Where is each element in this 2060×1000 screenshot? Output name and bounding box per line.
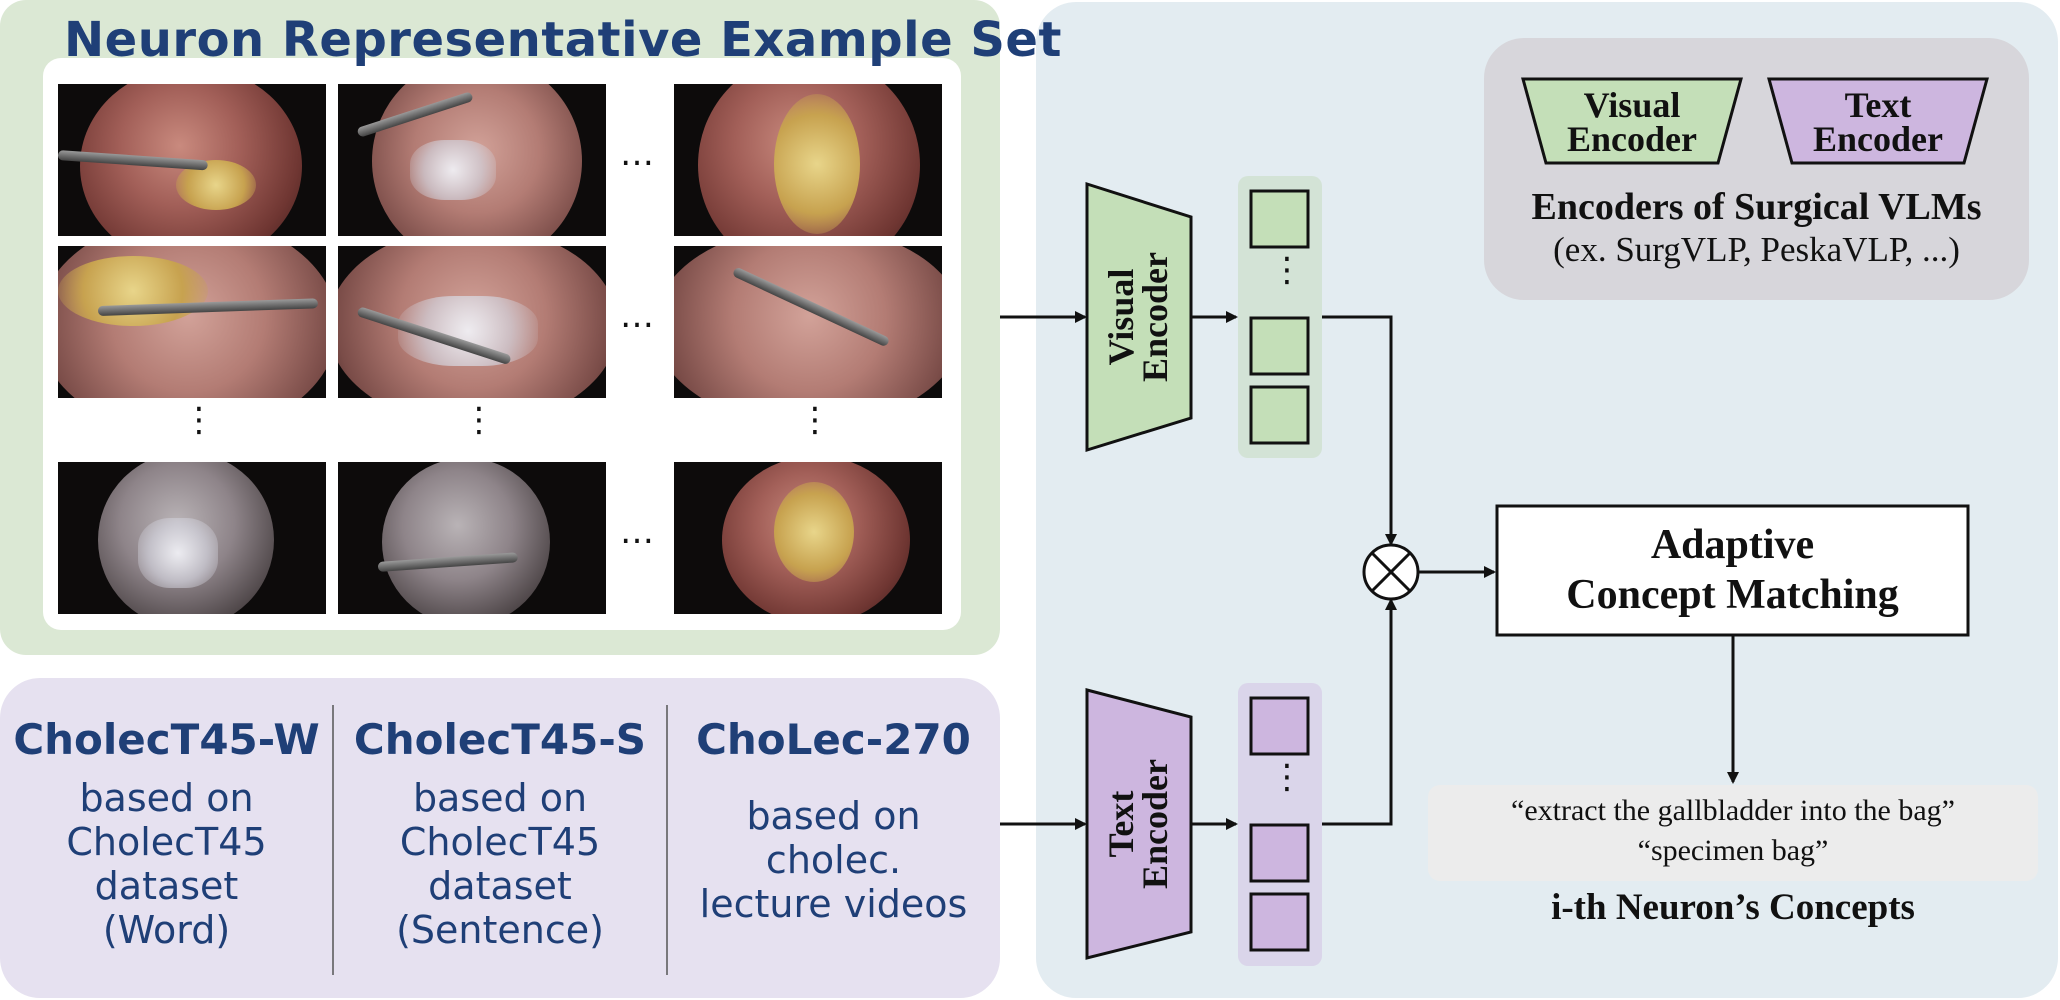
legend-subcaption: (ex. SurgVLP, PeskaVLP, ...) <box>1553 230 1960 269</box>
visual-encoder-label: Visual Encoder <box>1101 252 1175 382</box>
ellipsis-row-2: … <box>620 296 656 336</box>
visual-embedding-cell-3 <box>1249 385 1310 445</box>
example-image-r3c2 <box>338 462 606 614</box>
concept-matching-label: Adaptive Concept Matching <box>1566 522 1899 618</box>
visual-embedding-cell-1 <box>1249 189 1310 249</box>
concepts-caption: i-th Neuron’s Concepts <box>1551 887 1915 928</box>
text-encoder-shape <box>1085 688 1193 960</box>
arrow-visual-embedding-to-matching <box>1322 315 1397 546</box>
text-embedding-cell-3 <box>1249 892 1310 952</box>
multiply-operator-cross-2 <box>1370 551 1412 593</box>
ellipsis-row-3: … <box>620 512 656 552</box>
example-image-r3c3 <box>674 462 942 614</box>
legend-text-encoder-shape <box>1767 77 1989 165</box>
visual-embedding-cell-2 <box>1249 316 1310 376</box>
text-encoder-label: Text Encoder <box>1101 759 1175 889</box>
concept-box <box>1428 785 2038 881</box>
example-image-r1c2 <box>338 84 606 236</box>
arrow-text-embedding-to-matching <box>1322 598 1397 826</box>
dataset-cholect45-s: CholecT45-S based on CholecT45 dataset (… <box>333 715 667 952</box>
concept-matching-box <box>1495 504 1970 637</box>
ellipsis-col-3: ⋮ <box>798 400 832 440</box>
dataset-name: CholecT45-S <box>353 715 647 764</box>
example-image-r1c1 <box>58 84 326 236</box>
example-image-r2c2 <box>338 246 606 398</box>
text-embedding-ellipsis: ⋮ <box>1270 757 1304 797</box>
legend-visual-encoder-label: Visual Encoder <box>1567 85 1697 159</box>
dataset-description: based on cholec. lecture videos <box>699 794 968 926</box>
example-set-title: Neuron Representative Example Set <box>64 12 1062 68</box>
visual-embedding-ellipsis: ⋮ <box>1270 250 1304 290</box>
example-image-r3c1 <box>58 462 326 614</box>
example-image-r2c1 <box>58 246 326 398</box>
dataset-name: CholecT45-W <box>13 715 320 764</box>
concept-line-1: “extract the gallbladder into the bag” <box>1511 794 1955 827</box>
concept-line-2: “specimen bag” <box>1637 834 1829 867</box>
ellipsis-row-1: … <box>620 134 656 174</box>
dataset-panel <box>0 678 1000 998</box>
dataset-cholec-270: ChoLec-270 based on cholec. lecture vide… <box>667 715 1000 926</box>
dataset-description: based on CholecT45 dataset (Word) <box>66 776 267 952</box>
dataset-name: ChoLec-270 <box>696 715 971 764</box>
dataset-description: based on CholecT45 dataset (Sentence) <box>396 776 604 952</box>
legend-text-encoder-label: Text Encoder <box>1813 85 1943 159</box>
legend-caption: Encoders of Surgical VLMs <box>1531 186 1982 228</box>
example-image-r2c3 <box>674 246 942 398</box>
dataset-cholect45-w: CholecT45-W based on CholecT45 dataset (… <box>0 715 333 952</box>
legend-visual-encoder-shape <box>1521 77 1743 165</box>
example-image-r1c3 <box>674 84 942 236</box>
visual-encoder-shape <box>1085 181 1193 453</box>
ellipsis-col-1: ⋮ <box>182 400 216 440</box>
text-embedding-cell-1 <box>1249 696 1310 756</box>
text-embedding-cell-2 <box>1249 823 1310 883</box>
ellipsis-col-2: ⋮ <box>462 400 496 440</box>
